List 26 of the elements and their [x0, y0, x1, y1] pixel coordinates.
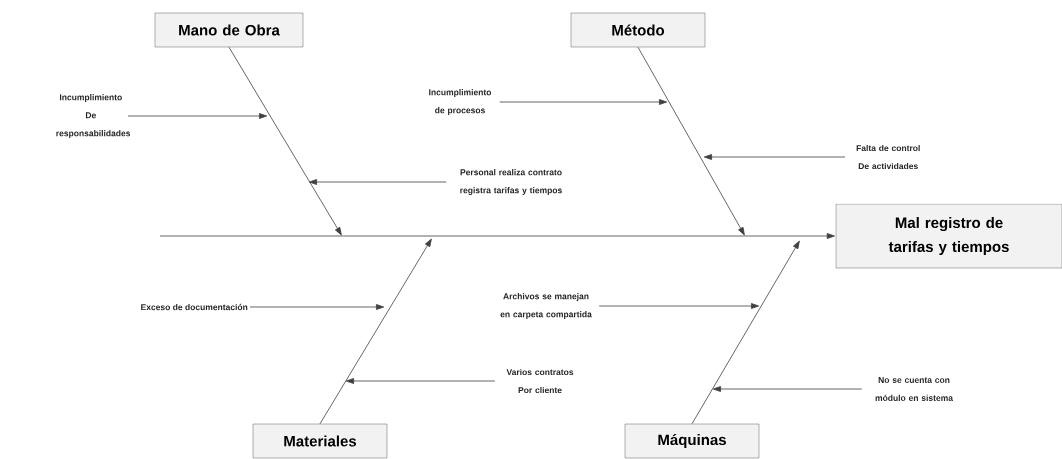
cause-label: Archivos se manejan en carpeta compartida [500, 293, 592, 319]
bone-arrow [228, 46, 342, 236]
cause-label: No se cuenta con módulo en sistema [875, 377, 954, 401]
category-box: Máquinas [624, 423, 760, 459]
cause-label: Varios contratos Por cliente [506, 368, 574, 394]
category-box: Materiales [252, 423, 388, 459]
category-box: Método [570, 12, 706, 48]
bone-arrow [637, 46, 745, 236]
cause-arrow [308, 179, 447, 185]
spine-arrow [159, 233, 835, 239]
cause-arrow [345, 378, 496, 384]
bone-arrow [319, 238, 432, 425]
cause-label: Falta de control De actividades [856, 144, 920, 170]
bone-arrow [691, 240, 800, 425]
cause-label: Incumplimiento De responsabilidades [56, 94, 131, 138]
cause-label: Incumplimiento de procesos [429, 89, 492, 115]
cause-arrow [598, 303, 760, 309]
effect-box: Mal registro de tarifas y tiempos [835, 203, 1062, 269]
cause-arrow [712, 386, 863, 392]
category-box: Mano de Obra [154, 12, 304, 48]
cause-arrow [127, 113, 268, 119]
cause-arrow [499, 99, 668, 105]
cause-label: Personal realiza contrato registra tarifas y tiempos [460, 169, 562, 195]
cause-label: Exceso de documentación [141, 303, 248, 311]
cause-arrow [249, 304, 385, 310]
cause-arrow [703, 154, 846, 160]
